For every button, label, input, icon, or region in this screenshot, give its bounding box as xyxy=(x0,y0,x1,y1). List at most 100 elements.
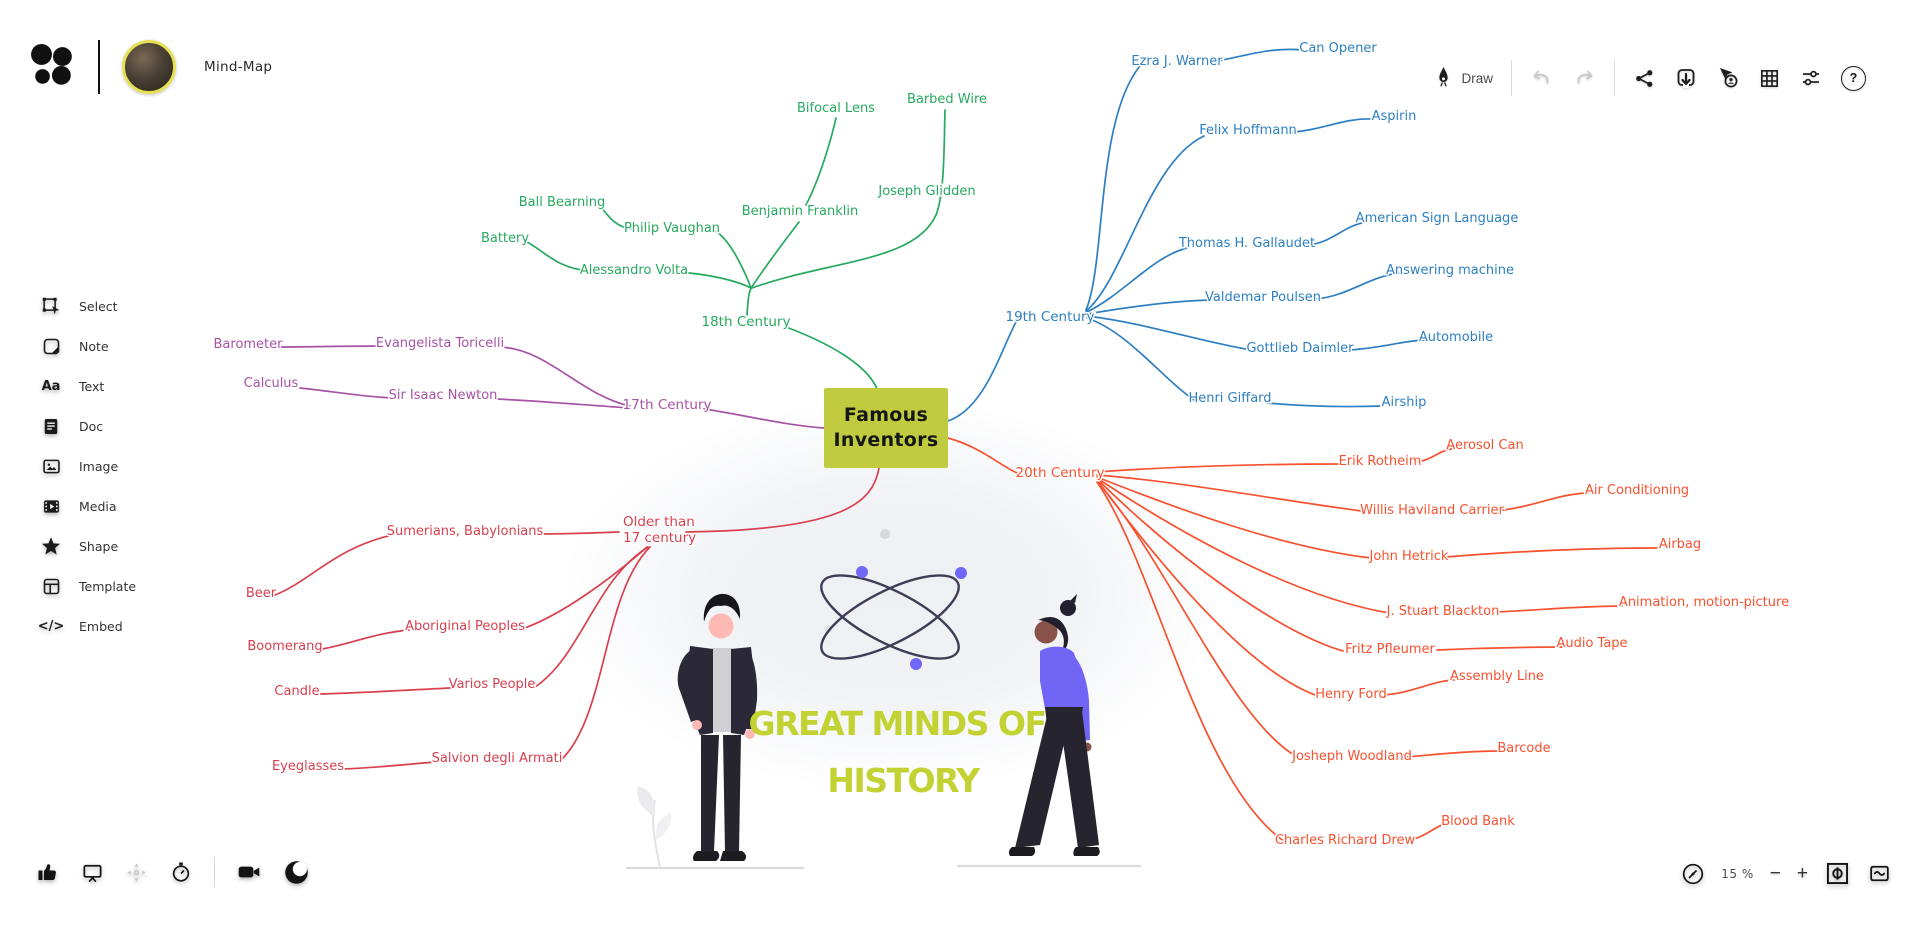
sidebar-item-doc[interactable]: Doc xyxy=(40,406,136,446)
node-willis-haviland-carrier[interactable]: Willis Haviland Carrier xyxy=(1359,502,1506,520)
node-air-conditioning[interactable]: Air Conditioning xyxy=(1583,482,1690,500)
node-18th-century[interactable]: 18th Century xyxy=(700,313,792,332)
node-19th-century[interactable]: 19th Century xyxy=(1004,308,1096,327)
node-aboriginal-peoples[interactable]: Aboriginal Peoples xyxy=(404,618,527,636)
fit-to-screen-button[interactable] xyxy=(1824,860,1851,887)
node-josheph-woodland[interactable]: Josheph Woodland xyxy=(1290,748,1414,766)
node-blood-bank[interactable]: Blood Bank xyxy=(1440,813,1517,831)
node-thomas-h-gallaudet[interactable]: Thomas H. Gallaudet xyxy=(1176,235,1316,253)
node-eyeglasses[interactable]: Eyeglasses xyxy=(270,758,345,776)
node-henri-giffard[interactable]: Henri Giffard xyxy=(1187,390,1273,408)
node-erik-rotheim[interactable]: Erik Rotheim xyxy=(1337,453,1423,471)
node-alessandro-volta[interactable]: Alessandro Volta xyxy=(578,262,689,280)
node-calculus[interactable]: Calculus xyxy=(242,375,300,393)
node-animation-motion-picture[interactable]: Animation, motion-picture xyxy=(1617,594,1790,612)
compass-button[interactable] xyxy=(1681,862,1705,886)
timer-button[interactable] xyxy=(169,860,193,884)
zoom-out-button[interactable]: − xyxy=(1770,864,1781,883)
settings-sliders-button[interactable] xyxy=(1799,66,1823,90)
sidebar-item-select[interactable]: Select xyxy=(40,286,136,326)
node-varios-people[interactable]: Varios People xyxy=(447,676,537,694)
sidebar-item-note[interactable]: Note xyxy=(40,326,136,366)
sidebar-item-media[interactable]: Media xyxy=(40,486,136,526)
sidebar-item-template[interactable]: Template xyxy=(40,566,136,606)
node-henry-ford[interactable]: Henry Ford xyxy=(1314,686,1389,704)
minimap-icon xyxy=(1870,865,1889,882)
share-button[interactable] xyxy=(1633,67,1656,90)
node-audio-tape[interactable]: Audio Tape xyxy=(1555,635,1629,653)
node-candle[interactable]: Candle xyxy=(273,683,321,701)
node-joseph-glidden[interactable]: Joseph Glidden xyxy=(876,183,977,201)
minimap-button[interactable] xyxy=(1867,861,1892,886)
woman-illustration[interactable] xyxy=(1008,594,1100,856)
sidebar-item-shape[interactable]: Shape xyxy=(40,526,136,566)
help-button[interactable]: ? xyxy=(1841,65,1866,91)
sidebar-item-image[interactable]: Image xyxy=(40,446,136,486)
avatar[interactable] xyxy=(122,40,176,94)
zoom-in-button[interactable]: + xyxy=(1797,864,1808,883)
node-airbag[interactable]: Airbag xyxy=(1657,536,1702,554)
node-felix-hoffmann[interactable]: Felix Hoffmann xyxy=(1198,122,1299,140)
record-video-button[interactable] xyxy=(236,859,262,885)
collaborator-pointer-button[interactable] xyxy=(1716,66,1740,90)
node-aerosol-can[interactable]: Aerosol Can xyxy=(1445,437,1525,455)
move-tool-button[interactable] xyxy=(125,861,148,884)
atom-illustration[interactable] xyxy=(810,559,969,674)
node-older-than[interactable]: Older than xyxy=(622,513,697,532)
node-evangelista-toricelli[interactable]: Evangelista Toricelli xyxy=(374,335,505,353)
node-bifocal-lens[interactable]: Bifocal Lens xyxy=(796,100,877,118)
redo-button[interactable] xyxy=(1572,66,1596,90)
app-logo-icon[interactable] xyxy=(30,44,76,90)
illustration-title[interactable]: GREAT MINDS OF HISTORY xyxy=(749,704,1048,800)
node-can-opener[interactable]: Can Opener xyxy=(1298,40,1379,58)
node-j-stuart-blackton[interactable]: J. Stuart Blackton xyxy=(1384,603,1501,621)
root-node-label-line2[interactable]: Inventors xyxy=(834,429,939,451)
node-barcode[interactable]: Barcode xyxy=(1496,740,1552,758)
node-john-hetrick[interactable]: John Hetrick xyxy=(1367,548,1450,566)
grid-view-button[interactable] xyxy=(1758,67,1781,90)
node-battery[interactable]: Battery xyxy=(479,230,530,248)
node-sir-isaac-newton[interactable]: Sir Isaac Newton xyxy=(387,387,499,405)
plus-icon: + xyxy=(1796,863,1808,884)
like-button[interactable] xyxy=(36,860,60,884)
node-beer[interactable]: Beer xyxy=(244,585,278,603)
illustration-title-line1[interactable]: GREAT MINDS OF xyxy=(749,704,1048,743)
node-sumerians-babylonians[interactable]: Sumerians, Babylonians xyxy=(385,523,545,541)
node-barometer[interactable]: Barometer xyxy=(212,336,285,354)
root-node[interactable]: Famous Inventors xyxy=(824,388,948,468)
man-illustration[interactable] xyxy=(677,593,758,861)
node-benjamin-franklin[interactable]: Benjamin Franklin xyxy=(740,203,859,221)
export-button[interactable] xyxy=(1674,66,1698,90)
node-charles-richard-drew[interactable]: Charles Richard Drew xyxy=(1273,832,1417,850)
node-philip-vaughan[interactable]: Philip Vaughan xyxy=(622,220,721,238)
node-ball-bearning[interactable]: Ball Bearning xyxy=(517,194,607,212)
sidebar-item-text[interactable]: Aa Text xyxy=(40,366,136,406)
node-ezra-j-warner[interactable]: Ezra J. Warner xyxy=(1130,53,1225,71)
node-barbed-wire[interactable]: Barbed Wire xyxy=(905,91,988,109)
draw-button[interactable]: Draw xyxy=(1434,66,1493,91)
node-gottlieb-daimler[interactable]: Gottlieb Daimler xyxy=(1245,340,1356,358)
node-assembly-line[interactable]: Assembly Line xyxy=(1449,668,1546,686)
node-salvion-degli-armati[interactable]: Salvion degli Armati xyxy=(430,750,564,768)
node-american-sign-language[interactable]: American Sign Language xyxy=(1354,210,1520,228)
root-node-box[interactable] xyxy=(824,388,948,468)
node-fritz-pfleumer[interactable]: Fritz Pfleumer xyxy=(1344,641,1437,659)
sidebar-item-label: Text xyxy=(79,378,105,394)
theme-contrast-button[interactable] xyxy=(283,859,310,886)
node-aspirin[interactable]: Aspirin xyxy=(1370,108,1418,126)
node-valdemar-poulsen[interactable]: Valdemar Poulsen xyxy=(1203,289,1322,307)
present-button[interactable] xyxy=(81,861,104,884)
node-20th-century[interactable]: 20th Century xyxy=(1014,464,1106,483)
node-boomerang[interactable]: Boomerang xyxy=(246,638,324,656)
root-node-label-line1[interactable]: Famous xyxy=(844,404,928,426)
node-17-century[interactable]: 17 century xyxy=(622,529,698,548)
undo-button[interactable] xyxy=(1530,66,1554,90)
template-icon xyxy=(40,575,62,597)
node-automobile[interactable]: Automobile xyxy=(1417,329,1494,347)
sidebar-item-embed[interactable]: </> Embed xyxy=(38,606,136,646)
node-answering-machine[interactable]: Answering machine xyxy=(1385,262,1516,280)
node-17th-century[interactable]: 17th Century xyxy=(621,396,713,415)
illustration-title-line2[interactable]: HISTORY xyxy=(827,761,982,800)
node-airship[interactable]: Airship xyxy=(1380,394,1428,412)
